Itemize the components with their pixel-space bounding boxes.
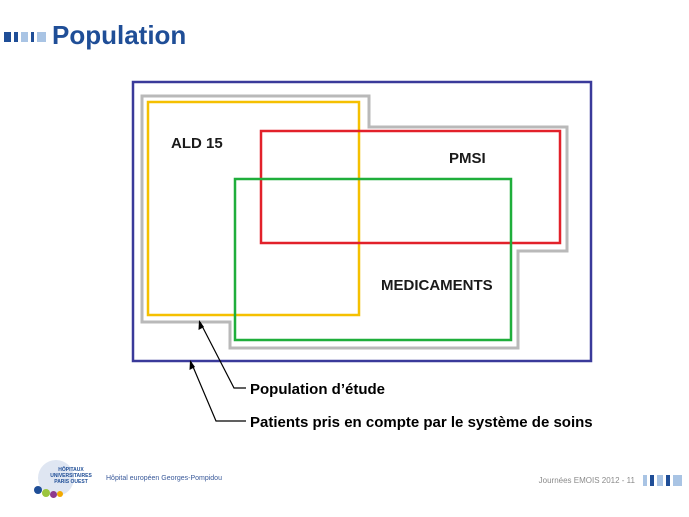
footer-bullets-decoration [643, 474, 683, 486]
healthcare-system-frame [131, 80, 593, 363]
healthcare-system-arrowhead [189, 360, 195, 370]
healthcare-system-callout-line [190, 361, 246, 422]
logo-line-2: UNIVERSITAIRES [50, 473, 92, 479]
footer-right: Journées EMOIS 2012 - 11 [539, 473, 683, 487]
medicaments-set-rect [233, 177, 513, 342]
logo-line-3: PARIS OUEST [54, 479, 88, 485]
pmsi-label: PMSI [449, 150, 486, 167]
study-population-arrowhead [198, 320, 204, 330]
hospital-logo: HÔPITAUX UNIVERSITAIRES PARIS OUEST Hôpi… [32, 458, 222, 500]
pmsi-set-rect [259, 129, 562, 245]
footer-credit: Journées EMOIS 2012 - 11 [538, 475, 635, 485]
slide-title: Population [52, 20, 187, 50]
logo-line-1: HÔPITAUX [58, 467, 84, 473]
medicaments-label: MEDICAMENTS [381, 277, 493, 294]
logo-text: HÔPITAUX UNIVERSITAIRES PARIS OUEST [42, 467, 100, 485]
title-bullets-decoration [4, 32, 48, 42]
logo-hospital-name: Hôpital européen Georges-Pompidou [106, 475, 222, 482]
study-population-callout-label: Population d’étude [250, 381, 385, 398]
healthcare-system-callout-label: Patients pris en compte par le système d… [250, 414, 593, 431]
ald15-set-rect [146, 100, 361, 317]
study-population-outline [140, 94, 569, 350]
study-population-callout-line [199, 321, 246, 389]
ald15-label: ALD 15 [171, 135, 223, 152]
logo-circles-icon [32, 458, 102, 500]
